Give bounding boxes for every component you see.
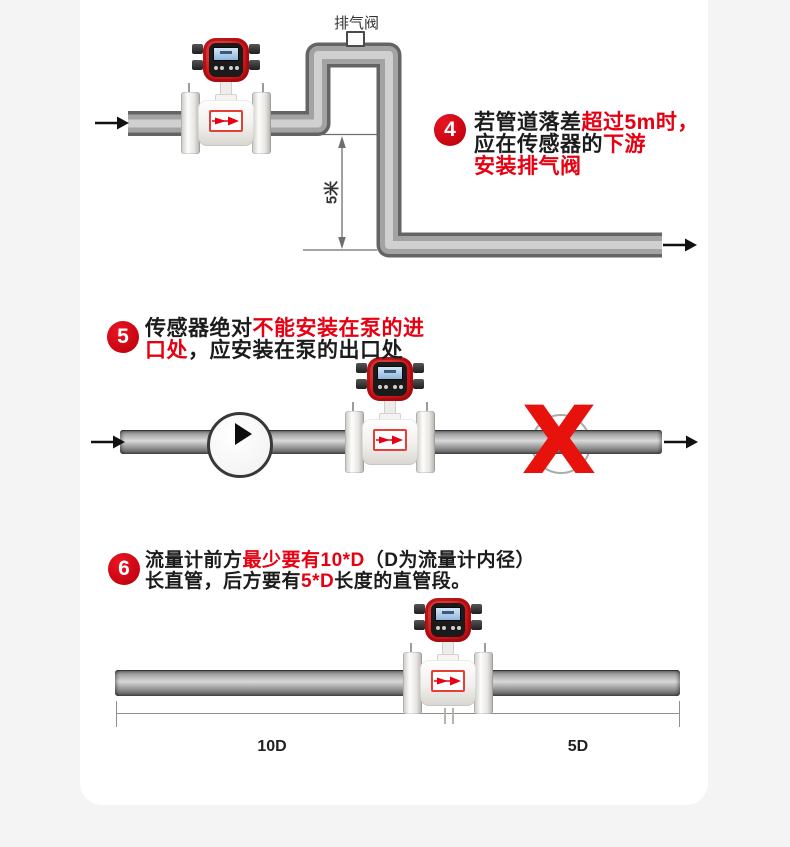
meter-button [229,66,233,70]
step-5-instructions: 传感器绝对不能安装在泵的进 口处，应安装在泵的出口处 [145,318,495,362]
flange-bolt-pin [352,402,354,412]
instruction-line: 传感器绝对不能安装在泵的进 [145,318,495,340]
flange-left [181,92,200,154]
cable-gland-icon [249,60,260,70]
meter-button [220,66,224,70]
pipe-run-with-riser [128,42,662,258]
cable-gland-icon [192,44,203,54]
lcd-screen [377,366,403,380]
meter-drain-stem [444,708,454,724]
meter-button [399,385,403,389]
instruction-line: 若管道落差超过5m时， [474,112,714,134]
lcd-digits [384,370,396,373]
text-segment: 口处 [145,339,188,362]
flange-bolt-pin [188,83,190,93]
flow-direction-plate [431,670,465,692]
lcd-digits [220,51,232,54]
step-badge-4: 4 [434,114,466,146]
step-badge-5: 5 [107,321,139,353]
lcd-screen [213,47,239,61]
cable-gland-icon [249,44,260,54]
flange-bolt-pin [484,643,486,653]
meter-button [235,66,239,70]
cable-gland-icon [471,620,482,630]
air-valve-label: 排气阀 [334,15,380,32]
instruction-line: 应在传感器的下游 [474,134,714,156]
flow-in-arrow-icon [95,116,129,130]
meter-button [214,66,218,70]
flow-direction-plate [373,429,407,451]
downstream-length-label: 5D [567,738,589,755]
electromagnetic-flow-meter [403,598,493,716]
text-segment: 传感器绝对 [145,317,253,340]
straight-run-pipe [115,670,680,696]
text-segment: 不能安装在泵的进 [252,317,425,340]
straight-run-dimension-line [116,713,679,714]
cable-gland-icon [413,379,424,389]
text-segment: ，应安装在泵的出口处 [188,339,403,362]
instruction-line: 口处，应安装在泵的出口处 [145,340,495,362]
text-segment: 若管道落差 [474,111,582,134]
text-segment: （D为流量计内径） [364,550,535,571]
wrong-position-x-mark: X [521,387,597,496]
electromagnetic-flow-meter [345,357,435,475]
text-segment: 最少要有10*D [242,550,365,571]
flange-right [416,411,435,473]
text-segment: 安装排气阀 [474,155,582,178]
meter-button [393,385,397,389]
flow-in-arrow-icon [91,435,125,449]
text-segment: 长度的直管段。 [334,571,471,592]
electromagnetic-flow-meter [181,38,271,156]
instruction-line: 流量计前方最少要有10*D（D为流量计内径） [145,550,575,571]
flange-right [474,652,493,714]
instruction-line: 长直管，后方要有5*D长度的直管段。 [145,571,575,592]
cable-gland-icon [192,60,203,70]
upstream-length-label: 10D [257,738,287,755]
text-segment: 应在传感器的 [474,133,603,156]
step-6-instructions: 流量计前方最少要有10*D（D为流量计内径） 长直管，后方要有5*D长度的直管段… [145,550,575,592]
meter-button [451,626,455,630]
flow-arrow-icon [376,435,403,445]
meter-button [442,626,446,630]
step-4-instructions: 若管道落差超过5m时， 应在传感器的下游 安装排气阀 [474,112,714,178]
flow-direction-plate [209,110,243,132]
text-segment: 下游 [603,133,646,156]
pump-symbol [207,412,273,478]
flange-bolt-pin [262,83,264,93]
flow-arrow-icon [212,116,239,126]
dimension-tick-left [116,701,117,727]
air-release-valve [346,31,365,47]
flange-left [345,411,364,473]
meter-button [436,626,440,630]
meter-button [384,385,388,389]
text-segment: 长直管，后方要有 [145,571,302,592]
pump-triangle-icon [235,423,252,445]
cable-gland-icon [414,620,425,630]
flange-right [252,92,271,154]
cable-gland-icon [413,363,424,373]
cable-gland-icon [471,604,482,614]
meter-button [457,626,461,630]
text-segment: 5*D [301,571,335,592]
lcd-digits [442,611,454,614]
flow-out-arrow-icon [663,238,697,252]
text-segment: 流量计前方 [145,550,243,571]
cable-gland-icon [414,604,425,614]
instruction-line: 安装排气阀 [474,156,714,178]
text-segment: 超过5m时， [581,111,699,134]
meter-button [378,385,382,389]
flange-left [403,652,422,714]
cable-gland-icon [356,379,367,389]
step-badge-6: 6 [108,553,140,585]
lcd-screen [435,607,461,621]
flange-bolt-pin [410,643,412,653]
dimension-tick-right [679,701,680,727]
flow-out-arrow-icon [664,435,698,449]
height-dimension-label: 5米 [323,180,341,205]
cable-gland-icon [356,363,367,373]
flow-arrow-icon [434,676,461,686]
flange-bolt-pin [426,402,428,412]
